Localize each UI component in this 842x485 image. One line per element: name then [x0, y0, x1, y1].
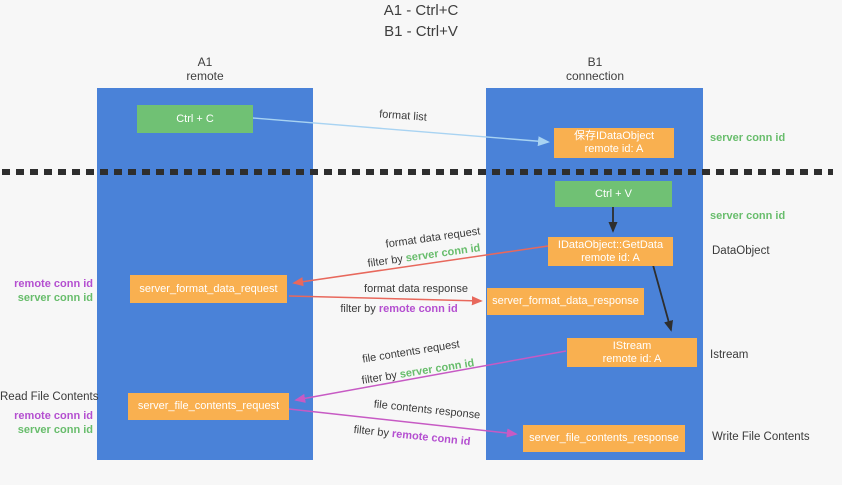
write-file-contents-label: Write File Contents	[712, 431, 810, 443]
server-file-contents-request-label: server_file_contents_request	[137, 400, 280, 412]
lane-b1-name: B1	[587, 55, 603, 69]
copy-paste-divider-line	[2, 169, 833, 175]
istream-side-label: Istream	[710, 349, 749, 361]
idataobject-getdata-line1: IDataObject::GetData	[557, 238, 664, 251]
lane-a1-name: A1	[197, 55, 213, 69]
title-line-1: A1 - Ctrl+C	[383, 2, 459, 19]
diagram-title: A1 - Ctrl+C B1 - Ctrl+V	[0, 0, 842, 42]
filter-by-text: filter by	[340, 303, 379, 315]
file-contents-response-arrow	[288, 408, 518, 438]
save-idataobject-line2: remote id: A	[584, 143, 644, 155]
read-file-contents-label: Read File Contents	[0, 391, 99, 403]
format-data-request-arrow	[292, 245, 549, 287]
save-idataobject-node: 保存IDataObject remote id: A	[554, 128, 674, 158]
idataobject-getdata-node: IDataObject::GetData remote id: A	[548, 237, 673, 266]
istream-line1: IStream	[612, 339, 652, 352]
idataobject-getdata-line2: remote id: A	[581, 251, 640, 264]
ctrl-c-label: Ctrl + C	[176, 112, 214, 125]
format-data-response-label: format data response	[364, 283, 468, 295]
server-format-data-response-node: server_format_data_response	[487, 288, 644, 315]
format-data-response-arrow	[288, 295, 483, 306]
format-list-arrow	[252, 117, 550, 147]
remote-conn-id-keyword: remote conn id	[378, 303, 458, 315]
server-format-data-response-label: server_format_data_response	[492, 295, 639, 307]
server-conn-id-label-top: server conn id	[710, 132, 786, 144]
lane-b1-subtitle: connection	[565, 69, 625, 83]
server-conn-id-label-left-bottom: server conn id	[17, 424, 93, 436]
getdata-to-istream-arrow	[652, 264, 673, 332]
ctrl-c-node: Ctrl + C	[137, 105, 253, 133]
istream-node: IStream remote id: A	[567, 338, 697, 367]
server-format-data-request-node: server_format_data_request	[130, 275, 287, 303]
server-file-contents-response-label: server_file_contents_response	[529, 432, 679, 444]
remote-conn-id-label-bottom: remote conn id	[14, 410, 93, 422]
lane-header-b1: B1 connection	[550, 55, 640, 83]
server-file-contents-response-node: server_file_contents_response	[523, 425, 685, 452]
server-conn-id-label-mid: server conn id	[710, 210, 786, 222]
lane-header-a1: A1 remote	[160, 55, 250, 83]
title-line-2: B1 - Ctrl+V	[384, 23, 458, 40]
format-data-response-filter-label: filter by remote conn id	[324, 303, 474, 315]
file-contents-request-arrow	[294, 350, 567, 403]
dataobject-label: DataObject	[712, 245, 770, 257]
server-conn-id-label-left-top: server conn id	[17, 292, 93, 304]
istream-line2: remote id: A	[602, 352, 662, 365]
server-file-contents-request-node: server_file_contents_request	[128, 393, 289, 420]
save-idataobject-line1: 保存IDataObject	[573, 130, 655, 142]
lane-a1-subtitle: remote	[186, 69, 224, 83]
server-format-data-request-label: server_format_data_request	[139, 282, 278, 295]
remote-conn-id-label-top: remote conn id	[14, 278, 93, 290]
ctrl-v-label: Ctrl + V	[595, 187, 632, 200]
ctrl-v-node: Ctrl + V	[555, 181, 672, 207]
